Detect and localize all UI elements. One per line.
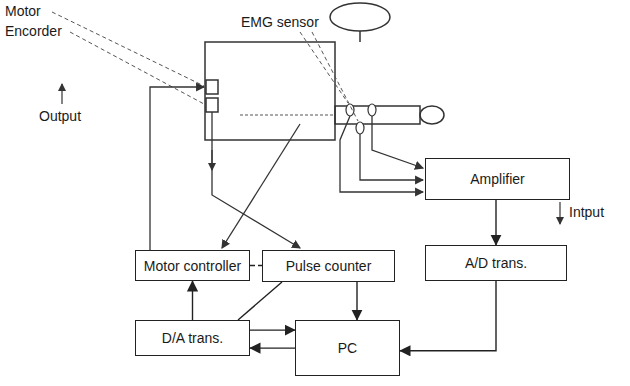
emg-wire bbox=[340, 116, 423, 192]
signal-connector bbox=[356, 282, 357, 320]
box-label: Motor controller bbox=[144, 258, 241, 274]
signal-connector bbox=[495, 200, 496, 245]
leader-line bbox=[312, 32, 358, 121]
da-converter-box: D/A trans. bbox=[135, 320, 250, 356]
emg-electrode bbox=[346, 104, 354, 116]
emg-wire bbox=[372, 116, 423, 168]
signal-connector bbox=[250, 329, 295, 330]
leader-line bbox=[70, 32, 204, 104]
encoder-symbol bbox=[206, 98, 218, 112]
part-label: EMG sensor bbox=[240, 14, 320, 30]
robot-body bbox=[205, 42, 335, 140]
motor-controller-box: Motor controller bbox=[135, 250, 250, 281]
box-label: D/A trans. bbox=[162, 330, 223, 346]
amplifier-box: Amplifier bbox=[425, 158, 570, 200]
part-label: Encorder bbox=[4, 23, 63, 39]
input-arrow bbox=[559, 202, 560, 224]
signal-connector bbox=[238, 282, 282, 320]
signal-connector bbox=[400, 281, 496, 351]
box-label: Pulse counter bbox=[286, 258, 372, 274]
box-label: Amplifier bbox=[470, 171, 524, 187]
motor-output-wire bbox=[150, 87, 204, 250]
part-label: Intput bbox=[568, 204, 605, 220]
motor-symbol bbox=[206, 80, 218, 94]
pulse-counter-box: Pulse counter bbox=[262, 250, 395, 282]
signal-connector bbox=[192, 281, 193, 320]
signal-connector bbox=[250, 347, 295, 348]
emg-electrode bbox=[368, 104, 376, 116]
box-label: PC bbox=[338, 340, 357, 356]
arm-shaft bbox=[240, 115, 335, 116]
emg-electrode bbox=[356, 122, 364, 134]
ad-converter-box: A/D trans. bbox=[425, 245, 567, 281]
signal-arrow bbox=[211, 150, 212, 170]
emg-wire bbox=[360, 134, 423, 180]
box-label: A/D trans. bbox=[465, 255, 527, 271]
robot-head bbox=[330, 3, 390, 31]
part-label: Motor bbox=[4, 3, 42, 19]
part-label: Output bbox=[38, 108, 82, 124]
encoder-wire bbox=[212, 112, 300, 248]
leader-line bbox=[300, 32, 348, 103]
pc-box: PC bbox=[295, 320, 400, 376]
leader-line bbox=[52, 12, 204, 86]
signal-connector bbox=[250, 265, 262, 266]
robot-neck bbox=[359, 31, 361, 42]
feedback-wire bbox=[222, 124, 300, 248]
output-arrow bbox=[61, 84, 62, 104]
robot-hand bbox=[420, 106, 444, 124]
